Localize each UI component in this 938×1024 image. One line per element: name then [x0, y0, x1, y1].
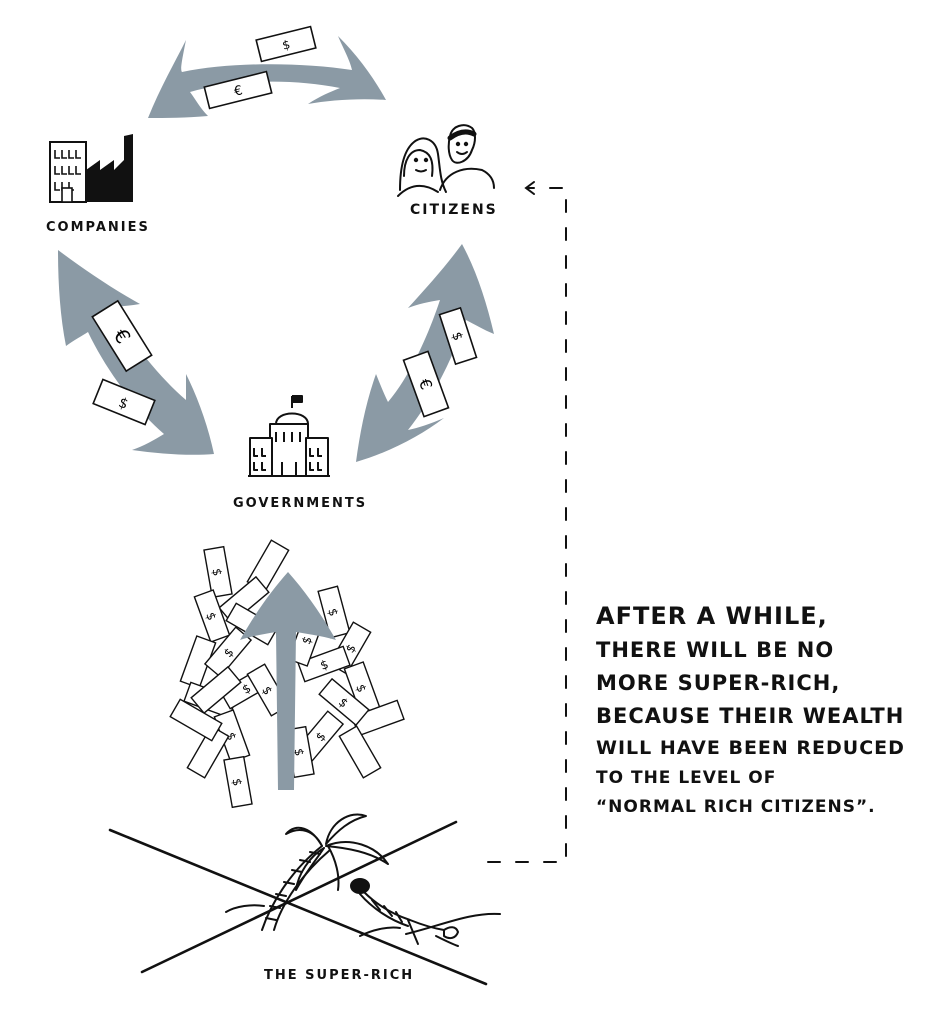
money-bill: $	[317, 585, 351, 639]
money-bill	[186, 725, 230, 779]
bill-right-euro: €	[402, 350, 450, 418]
bill-left-dollar: $	[92, 378, 156, 426]
palm-tree-icon	[261, 813, 389, 931]
currency-dollar-symbol: $	[291, 747, 306, 757]
currency-dollar-symbol: $	[209, 567, 224, 577]
factory-icon	[49, 134, 133, 203]
money-bill: $	[297, 645, 351, 683]
bill-top-dollar: $	[255, 25, 317, 63]
money-bill: $	[203, 626, 253, 678]
money-pile-icon: $$$$$$$$$$$$$$$$	[169, 539, 405, 809]
money-bill: $	[223, 755, 253, 809]
money-bill: $	[193, 589, 231, 643]
citizens-icon	[397, 124, 495, 197]
citizens-label: CITIZENS	[410, 202, 498, 218]
money-bill	[169, 698, 223, 742]
dashed-return-arrow	[487, 181, 567, 863]
note-line: TO THE LEVEL OF	[596, 768, 777, 788]
money-bill	[338, 725, 382, 779]
bill-left-euro: €	[91, 299, 153, 373]
cross-out-mark	[108, 820, 488, 986]
currency-dollar-symbol: $	[353, 682, 369, 694]
note-line: AFTER A WHILE,	[596, 602, 828, 630]
bill-right-dollar: $	[438, 306, 478, 366]
note-line: MORE SUPER-RICH,	[596, 671, 841, 695]
government-building-icon	[248, 395, 330, 477]
note-line: “NORMAL RICH CITIZENS”.	[596, 797, 876, 817]
companies-label: COMPANIES	[46, 220, 150, 235]
note-line: WILL HAVE BEEN REDUCED	[596, 737, 905, 759]
currency-dollar-symbol: $	[318, 657, 330, 673]
currency-euro-symbol: €	[233, 83, 245, 100]
governments-label: GOVERNMENTS	[233, 496, 368, 511]
note-line: BECAUSE THEIR WEALTH	[596, 704, 905, 728]
super-rich-label: THE SUPER-RICH	[264, 968, 415, 983]
currency-dollar-symbol: $	[281, 37, 292, 52]
currency-dollar-symbol: $	[299, 634, 315, 646]
currency-dollar-symbol: $	[203, 610, 219, 622]
money-bill: $	[318, 677, 370, 727]
arrow-up-from-super-rich	[240, 572, 336, 790]
money-bill: $	[203, 545, 233, 599]
currency-dollar-symbol: $	[229, 777, 244, 787]
explanation-note: AFTER A WHILE, THERE WILL BE NO MORE SUP…	[596, 604, 905, 828]
currency-dollar-symbol: $	[223, 730, 239, 742]
money-bill	[190, 665, 242, 715]
bill-top-euro: €	[203, 70, 273, 110]
currency-dollar-symbol: $	[325, 607, 341, 618]
note-line: THERE WILL BE NO	[596, 638, 835, 662]
